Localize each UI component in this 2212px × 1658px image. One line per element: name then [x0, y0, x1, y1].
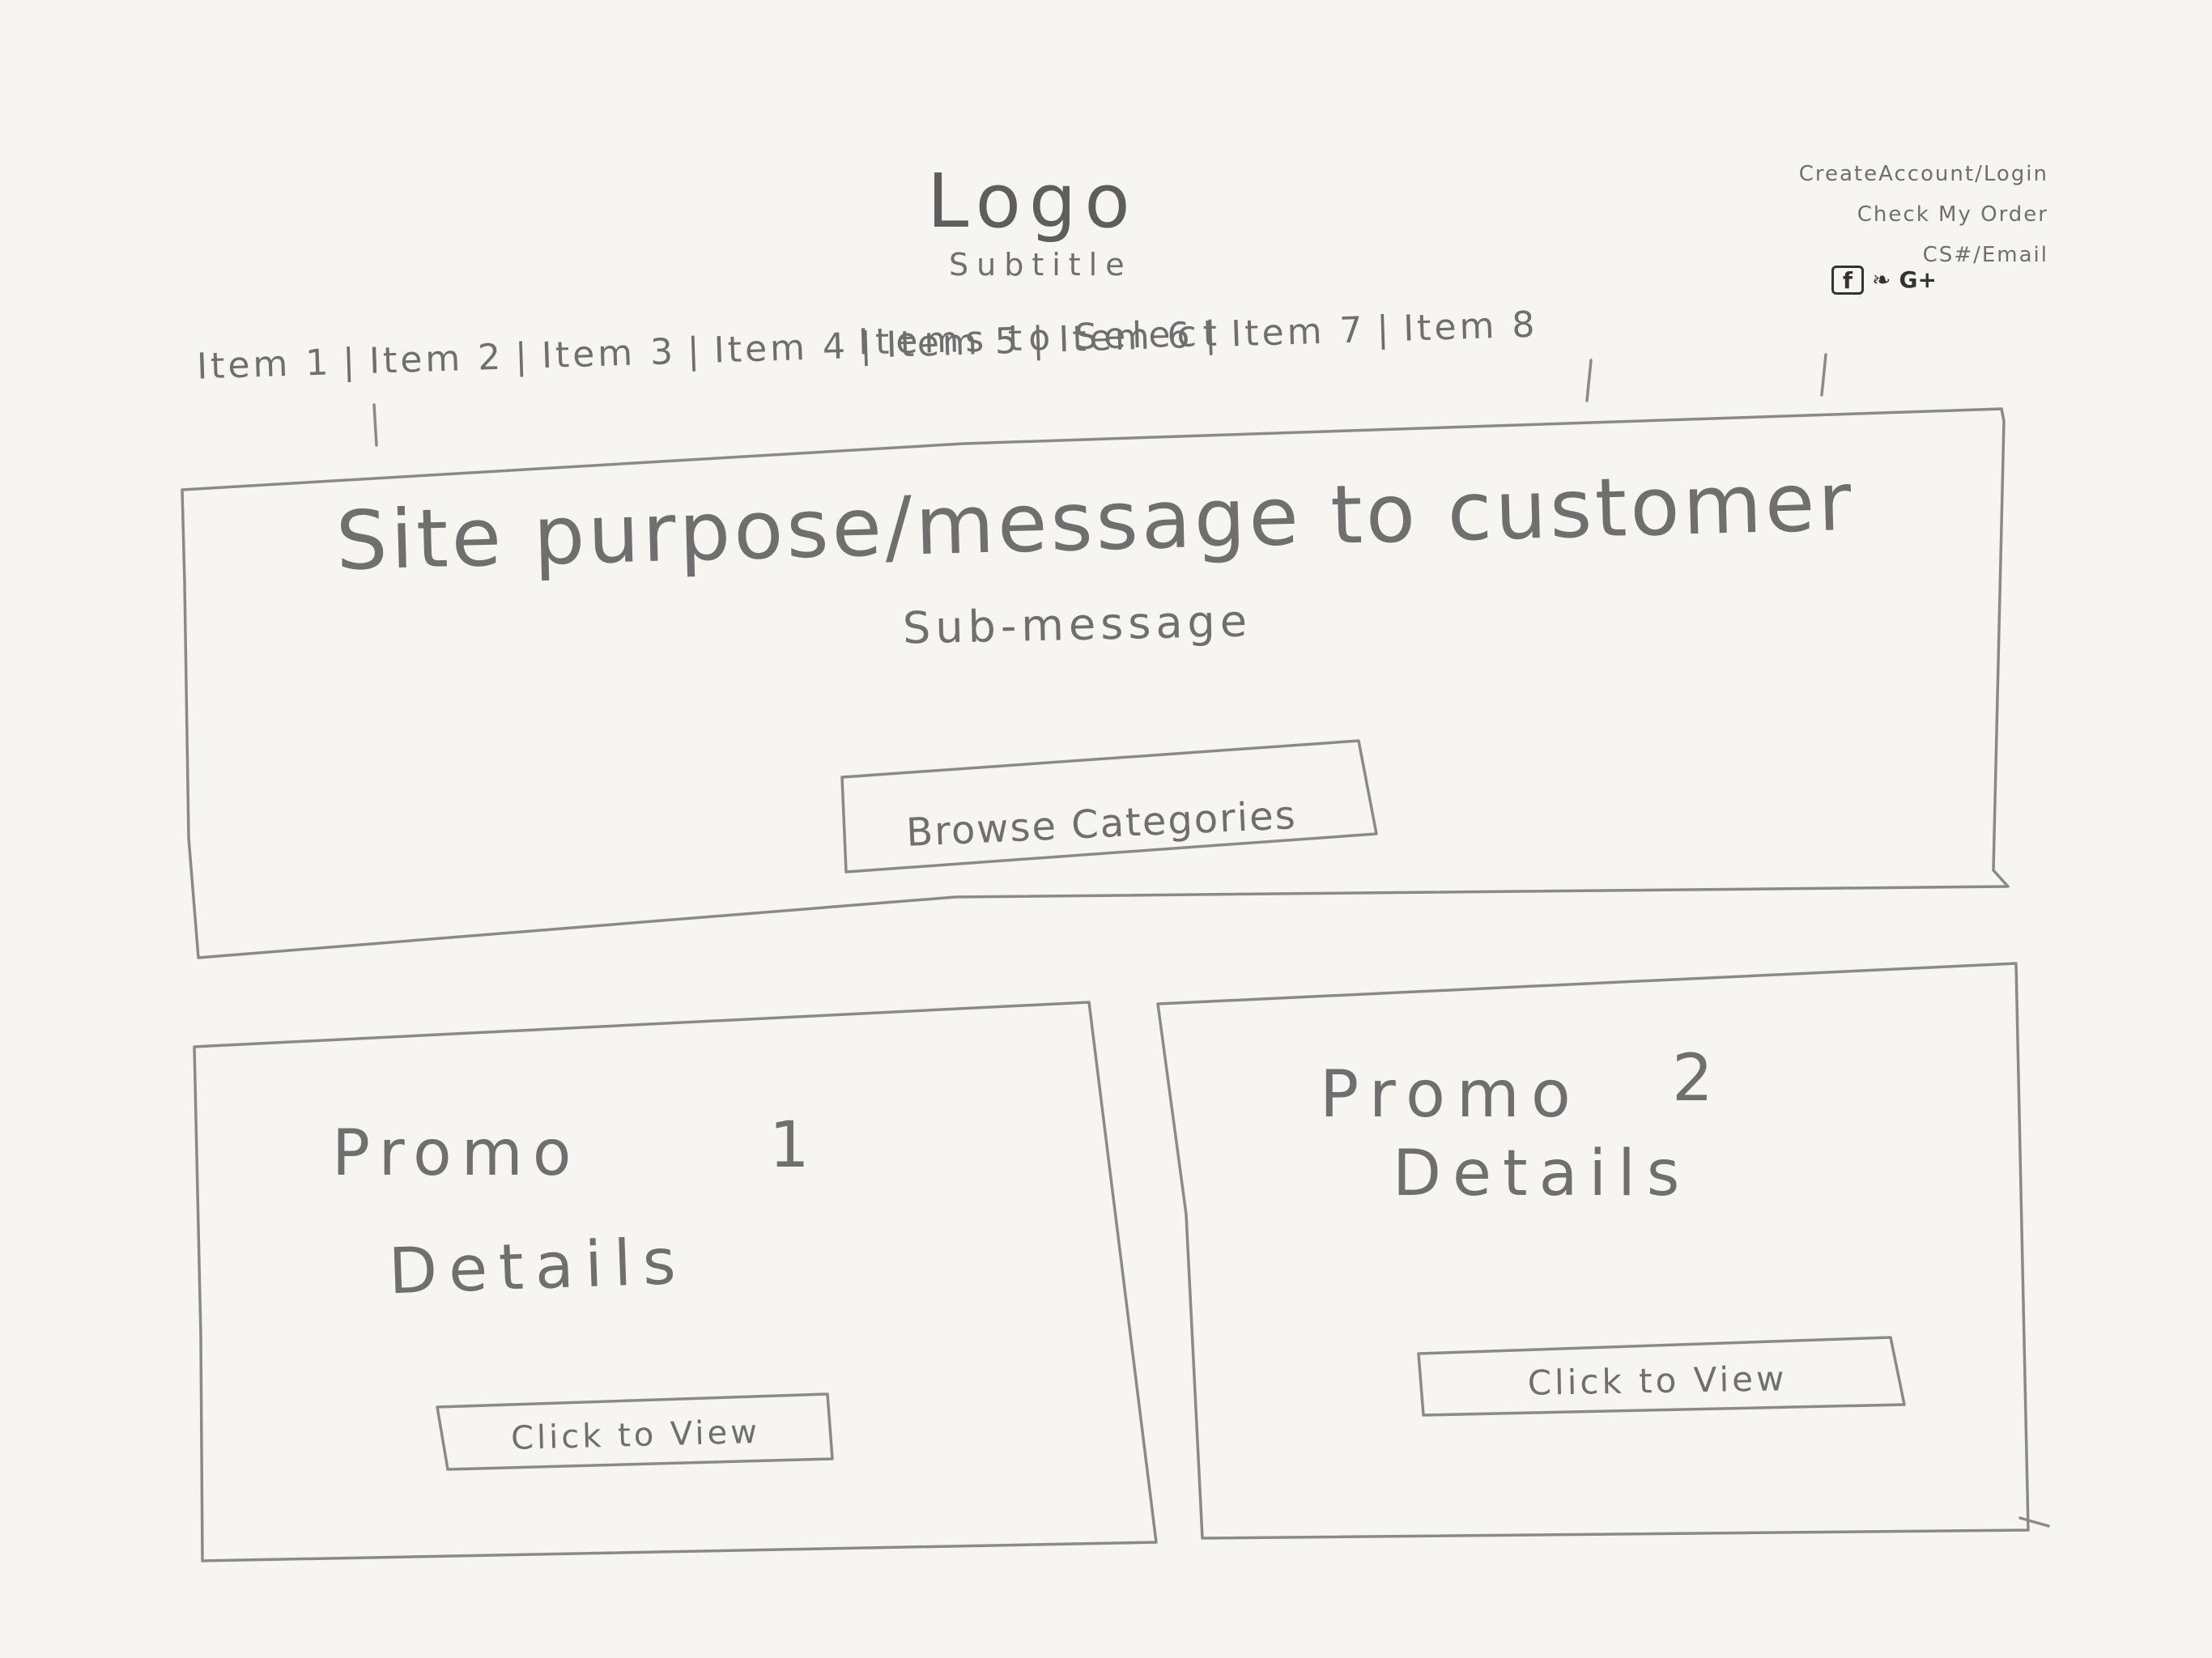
promo2-box-outline	[1156, 962, 2030, 1540]
browse-categories-label: Browse Categories	[904, 792, 1298, 856]
nav-separator	[1585, 359, 1593, 402]
promo2-button-outline	[1417, 1336, 1906, 1417]
nav-separator: |	[859, 325, 876, 367]
nav-item-4[interactable]: Item 4	[713, 325, 849, 372]
nav-item-7[interactable]: Item 7	[1230, 309, 1367, 355]
twitter-icon[interactable]: ❧	[1872, 266, 1891, 293]
nav-item-8[interactable]: Item 8	[1402, 304, 1539, 350]
browse-button-outline	[840, 739, 1378, 874]
facebook-icon[interactable]: f	[1831, 266, 1864, 295]
nav-item-2[interactable]: Item 2	[368, 336, 504, 382]
logo[interactable]: Logo	[927, 158, 1138, 244]
nav-separator	[1820, 353, 1827, 397]
promo1-click-to-view-button[interactable]: Click to View	[440, 1394, 831, 1477]
promo1-box-outline	[193, 1001, 1158, 1562]
nav-separator	[372, 403, 378, 447]
promo1-button-outline	[436, 1392, 834, 1471]
nav-item-3[interactable]: Item 3	[541, 330, 677, 377]
promo2-title: Promo	[1320, 1056, 1582, 1132]
create-account-login-link[interactable]: CreateAccount/Login	[1798, 162, 2048, 186]
hero-box-outline	[181, 407, 2010, 959]
promo2-number: 2	[1672, 1040, 1718, 1116]
nav-separator: |	[1203, 313, 1221, 356]
site-subtitle: Subtitle	[949, 247, 1133, 283]
social-links: f ❧ G+	[1831, 266, 1937, 295]
promo1-details: Details	[387, 1225, 688, 1309]
nav-separator: |	[514, 335, 531, 378]
nav-item-6[interactable]: Item 6	[1057, 314, 1194, 361]
promo1-number: 1	[769, 1109, 815, 1182]
browse-categories-button[interactable]: Browse Categories	[841, 742, 1359, 874]
check-my-order-link[interactable]: Check My Order	[1857, 202, 2048, 227]
nav-separator: |	[1031, 319, 1049, 362]
nav-item-5[interactable]: Item 5	[885, 320, 1022, 366]
nav-separator: |	[687, 329, 704, 372]
customer-service-contact-link[interactable]: CS#/Email	[1922, 243, 2048, 267]
promo2-details: Details	[1393, 1137, 1691, 1210]
google-plus-icon[interactable]: G+	[1899, 266, 1937, 293]
nav-item-1[interactable]: Item 1	[196, 342, 333, 388]
hero-submessage: Sub-message	[902, 595, 1253, 654]
account-links: CreateAccount/Login Check My Order CS#/E…	[1668, 154, 2048, 275]
promo2-click-to-view-button[interactable]: Click to View	[1418, 1344, 1896, 1417]
nav-separator: |	[1376, 308, 1393, 351]
promo1-title: Promo	[332, 1117, 581, 1190]
nav-separator: |	[342, 341, 359, 383]
